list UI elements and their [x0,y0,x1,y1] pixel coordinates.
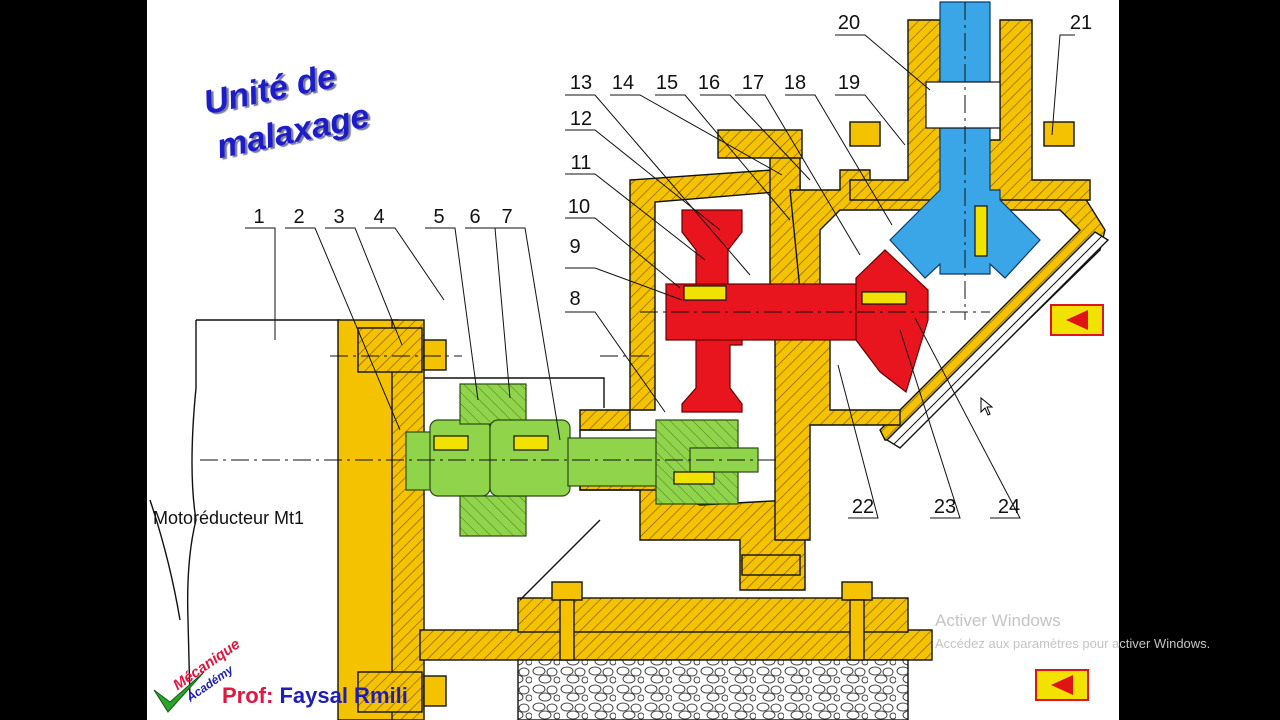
part-number-4: 4 [373,206,385,228]
checkmark-logo-icon [153,671,205,713]
red-gear-train [665,209,929,413]
part-number-3: 3 [333,206,345,228]
motor-label: Motoréducteur Mt1 [153,508,305,528]
leader-lines [245,34,1075,519]
part-number-16: 16 [697,72,721,94]
activation-watermark-title: Activer Windows [935,611,1061,630]
part-number-12: 12 [569,108,593,130]
part-number-19: 19 [837,72,861,94]
part-number-7: 7 [501,206,513,228]
part-number-13: 13 [569,72,593,94]
previous-button-bottom[interactable] [1035,669,1089,701]
part-number-18: 18 [783,72,807,94]
part-number-21: 21 [1069,12,1093,34]
part-number-10: 10 [567,196,591,218]
previous-triangle-icon [1051,675,1073,695]
part-number-22: 22 [851,496,875,518]
author-name: Faysal Rmili [279,683,408,708]
previous-triangle-icon [1066,310,1088,330]
part-number-1: 1 [253,206,265,228]
part-number-9: 9 [569,236,581,258]
part-number-2: 2 [293,206,305,228]
housing-frame [337,319,933,720]
input-shaft-coupling [405,383,759,537]
mouse-cursor-icon [980,397,994,416]
part-number-24: 24 [997,496,1021,518]
part-number-15: 15 [655,72,679,94]
part-number-11: 11 [570,152,592,174]
motor-outline [149,319,340,701]
part-number-14: 14 [611,72,635,94]
activation-watermark-text: Accédez aux paramètres pour activer Wind… [935,636,1211,651]
author-credit: Prof: Faysal Rmili [222,683,408,709]
part-number-23: 23 [933,496,957,518]
guard-outline [424,377,605,601]
part-number-6: 6 [469,206,481,228]
part-number-5: 5 [433,206,445,228]
part-number-17: 17 [741,72,765,94]
author-prefix: Prof: [222,683,274,708]
axis-lines [200,2,990,461]
previous-button-top[interactable] [1050,304,1104,336]
gear-housing [579,19,1110,591]
part-number-20: 20 [837,12,861,34]
part-number-8: 8 [569,288,581,310]
